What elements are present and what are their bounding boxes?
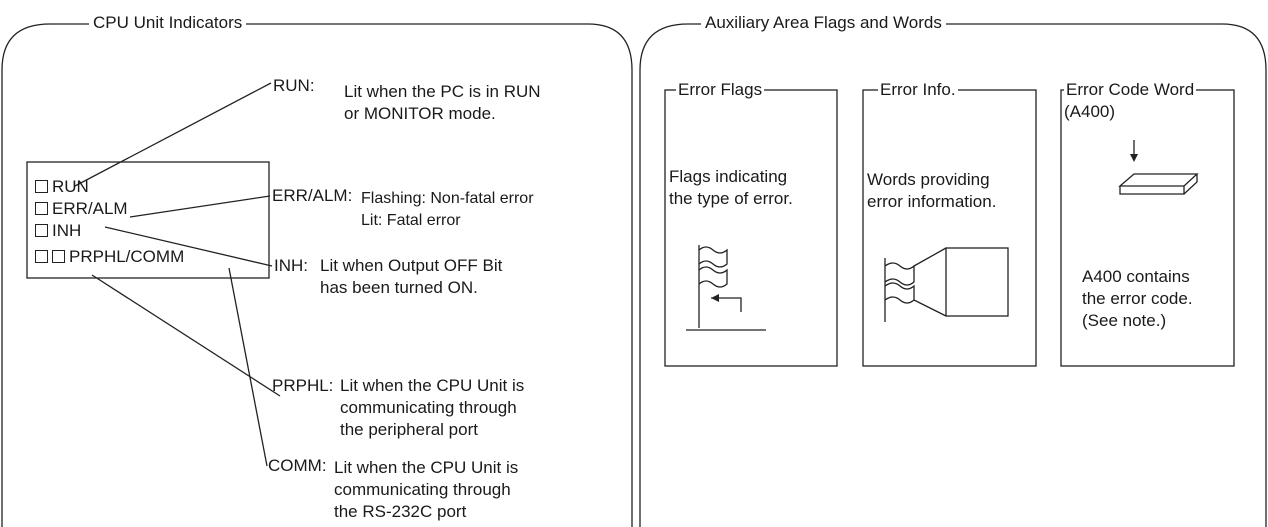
error-code-title: Error Code Word	[1064, 80, 1197, 100]
device-label-run: RUN	[52, 177, 89, 196]
indicator-square	[35, 180, 48, 193]
error-code-subtitle: (A400)	[1064, 102, 1116, 121]
error-info-box	[862, 89, 1037, 367]
error-code-line3: (See note.)	[1082, 311, 1167, 330]
error-info-line1: Words providing	[867, 170, 990, 189]
indicator-inh-line2: has been turned ON.	[320, 278, 478, 297]
indicator-run-line1: Lit when the PC is in RUN	[344, 82, 541, 101]
device-row-run: RUN	[35, 177, 89, 197]
word-arrow-head	[1130, 154, 1138, 162]
device-label-err: ERR/ALM	[52, 199, 128, 218]
indicator-inh-name: INH:	[274, 256, 308, 275]
leader-comm	[228, 267, 268, 467]
leader-inh	[104, 226, 273, 267]
leader-run	[74, 82, 272, 187]
indicator-comm-line3: the RS-232C port	[334, 502, 467, 521]
indicator-comm-line1: Lit when the CPU Unit is	[334, 458, 519, 477]
error-info-title: Error Info.	[878, 80, 958, 100]
indicator-prphl-name: PRPHL:	[272, 376, 334, 395]
indicator-comm-line2: communicating through	[334, 480, 511, 499]
device-row-prphl: PRPHL/COMM	[35, 247, 184, 267]
error-info-line2: error information.	[867, 192, 997, 211]
indicator-inh-line1: Lit when Output OFF Bit	[320, 256, 503, 275]
device-row-inh: INH	[35, 221, 81, 241]
left-panel-title: CPU Unit Indicators	[89, 13, 247, 33]
error-flags-box	[664, 89, 838, 367]
left-panel-frame	[1, 23, 633, 527]
indicator-square	[35, 224, 48, 237]
error-code-line2: the error code.	[1082, 289, 1193, 308]
flag-arrow-head	[711, 294, 719, 302]
indicator-err-name: ERR/ALM:	[272, 186, 353, 205]
device-frame	[26, 161, 270, 279]
device-label-inh: INH	[52, 221, 82, 240]
error-flags-line1: Flags indicating	[669, 167, 788, 186]
indicator-err-line1: Flashing: Non-fatal error	[361, 190, 534, 207]
leader-prphl	[91, 274, 281, 397]
indicator-prphl-line2: communicating through	[340, 398, 517, 417]
leader-err	[129, 195, 271, 218]
indicator-square	[35, 202, 48, 215]
right-panel-frame	[639, 23, 1267, 527]
indicator-comm-name: COMM:	[268, 456, 327, 475]
error-code-line1: A400 contains	[1082, 267, 1190, 286]
word-block-icon	[1118, 140, 1199, 195]
device-row-err: ERR/ALM	[35, 199, 128, 219]
indicator-square	[35, 250, 48, 263]
indicator-run-name: RUN:	[273, 76, 315, 95]
error-flags-title: Error Flags	[676, 80, 765, 100]
indicator-run-line2: or MONITOR mode.	[344, 104, 496, 123]
indicator-prphl-line1: Lit when the CPU Unit is	[340, 376, 525, 395]
indicator-err-line2: Lit: Fatal error	[361, 212, 461, 229]
indicator-square	[52, 250, 65, 263]
flag-connector-icon	[884, 247, 1009, 322]
error-flags-line2: the type of error.	[669, 189, 793, 208]
right-panel-title: Auxiliary Area Flags and Words	[701, 13, 946, 33]
indicator-prphl-line3: the peripheral port	[340, 420, 478, 439]
flag-icon	[686, 245, 766, 331]
device-label-prphl: PRPHL/COMM	[69, 247, 185, 266]
